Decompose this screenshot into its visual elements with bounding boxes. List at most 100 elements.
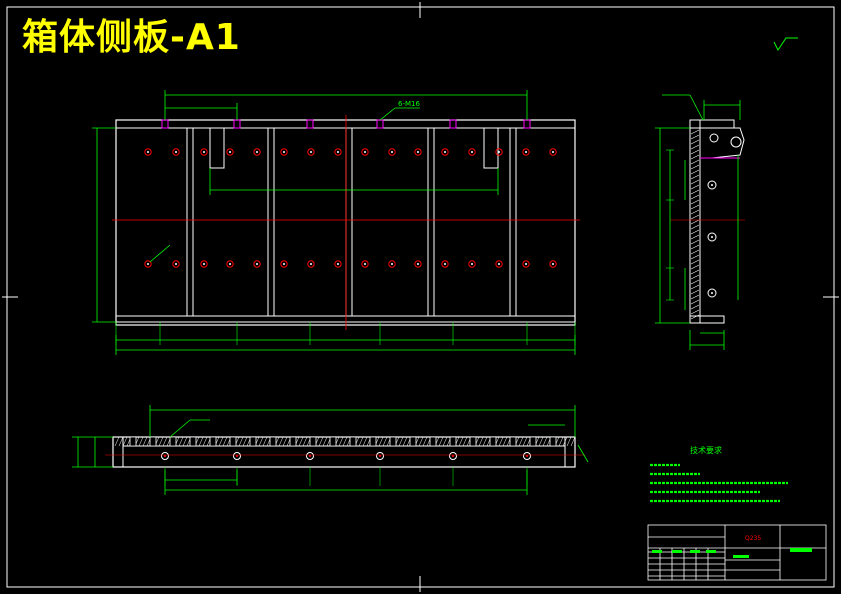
hole xyxy=(226,260,234,268)
hatch-line xyxy=(690,194,700,200)
slot xyxy=(349,436,357,447)
hatch-line xyxy=(262,436,268,447)
hatch-line xyxy=(402,436,408,447)
hatch-line xyxy=(690,309,700,315)
hatch-line xyxy=(690,159,700,165)
hatch-line xyxy=(322,436,328,447)
hatch-line xyxy=(418,436,424,447)
hole-center xyxy=(391,263,393,265)
hatch-line xyxy=(238,436,244,447)
hatch-line xyxy=(690,219,700,225)
hatch-line xyxy=(158,436,164,447)
hole-center xyxy=(364,151,366,153)
slot xyxy=(489,436,497,447)
hatch-line xyxy=(566,436,572,447)
side-hole xyxy=(707,232,717,242)
slot xyxy=(149,436,157,447)
hole xyxy=(233,452,241,460)
hole xyxy=(523,452,531,460)
hatch-line xyxy=(522,436,528,447)
tech-req-heading: 技术要求 xyxy=(690,445,722,455)
hatch-line xyxy=(502,436,508,447)
hole-center xyxy=(391,151,393,153)
hatch-line xyxy=(690,189,700,195)
hole xyxy=(172,260,180,268)
hatch-line xyxy=(542,436,548,447)
hole xyxy=(200,260,208,268)
hatch-line xyxy=(690,264,700,270)
cell-fill xyxy=(790,548,812,552)
hatch-line xyxy=(690,314,700,320)
hatch-line xyxy=(462,436,468,447)
hole-center xyxy=(256,151,258,153)
slot xyxy=(269,436,277,447)
tapped-hole xyxy=(449,119,457,129)
hatch-line xyxy=(222,436,228,447)
hatch-line xyxy=(690,294,700,300)
hatch-line xyxy=(690,154,700,160)
hole-center xyxy=(175,151,177,153)
hatch-line xyxy=(690,169,700,175)
side-hole-center xyxy=(711,292,713,294)
hatch-line xyxy=(690,269,700,275)
hole-center xyxy=(337,263,339,265)
hole-center xyxy=(283,263,285,265)
hatch-line xyxy=(138,436,144,447)
slot xyxy=(469,436,477,447)
hatch-line xyxy=(142,436,148,447)
hole-center xyxy=(283,151,285,153)
hole-center xyxy=(310,263,312,265)
hatch-line xyxy=(690,199,700,205)
hatch-line xyxy=(690,149,700,155)
side-view-hatch xyxy=(690,129,700,320)
tech-req-lines xyxy=(650,463,788,503)
top-view-dim-ticks xyxy=(164,467,528,486)
hatch-line xyxy=(422,436,428,447)
hatch-line xyxy=(278,436,284,447)
hole xyxy=(253,260,261,268)
hole xyxy=(388,260,396,268)
side-hole-center xyxy=(711,236,713,238)
slot xyxy=(209,436,217,447)
hole xyxy=(468,148,476,156)
slot xyxy=(169,436,177,447)
slot xyxy=(449,436,457,447)
hole xyxy=(441,148,449,156)
hatch-line xyxy=(690,304,700,310)
hole xyxy=(522,148,530,156)
hatch-line xyxy=(442,436,448,447)
hole-center xyxy=(498,263,500,265)
hole xyxy=(414,260,422,268)
hole-center xyxy=(444,263,446,265)
cell-fill xyxy=(690,550,700,553)
cell-fill xyxy=(706,550,716,553)
hatch-line xyxy=(690,139,700,145)
top-view xyxy=(72,405,589,495)
hatch-line xyxy=(258,436,264,447)
slot xyxy=(309,436,317,447)
hatch-line xyxy=(318,436,324,447)
side-hole xyxy=(707,288,717,298)
hole-center xyxy=(229,263,231,265)
hatch-line xyxy=(690,279,700,285)
hole xyxy=(449,452,457,460)
hole-center xyxy=(498,151,500,153)
hole xyxy=(172,148,180,156)
hole-center xyxy=(471,263,473,265)
hatch-line xyxy=(242,436,248,447)
hole-center xyxy=(444,151,446,153)
slot xyxy=(289,436,297,447)
side-view xyxy=(655,94,745,350)
hatch-line xyxy=(198,436,204,447)
cell-fill xyxy=(672,550,682,553)
hole xyxy=(361,148,369,156)
hole-center xyxy=(364,263,366,265)
title-block-fills xyxy=(652,548,812,558)
hatch-line xyxy=(498,436,504,447)
hatch-line xyxy=(690,274,700,280)
front-view-holes xyxy=(144,148,557,268)
hole xyxy=(468,260,476,268)
hole xyxy=(200,148,208,156)
title-block-material: Q235 xyxy=(745,535,761,542)
hole xyxy=(334,260,342,268)
